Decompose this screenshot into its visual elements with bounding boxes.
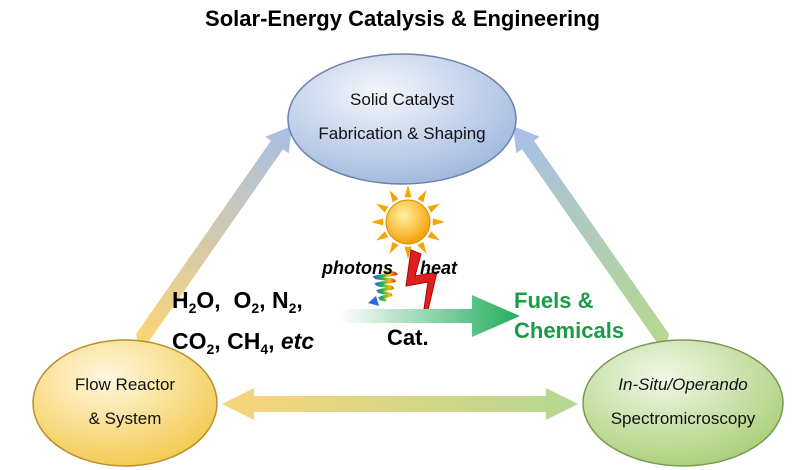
products-line1: Fuels & [514,288,594,313]
node-flow-reactor [32,339,218,467]
sun-ray [404,246,412,259]
node-left-line2: & System [88,409,162,428]
node-top-line2: Fabrication & Shaping [318,124,486,143]
arrow-top-left [136,126,292,344]
reactant-o2: O2, [233,287,266,316]
sun-ray [375,203,389,213]
node-top-label: Solid Catalyst Fabrication & Shaping [302,83,502,151]
sun-ray [417,189,427,203]
reactants-label: H2O, O2, N2, CO2, CH4, etc [172,284,314,366]
photon-arrowhead [368,296,379,306]
reactant-h2o: H2O, [172,287,221,316]
node-solid-catalyst [287,53,517,185]
reactant-ch4: CH4, [227,328,275,357]
products-line2: Chemicals [514,318,625,343]
reactant-etc: etc [280,328,315,354]
diagram-title: Solar-Energy Catalysis & Engineering [205,6,600,31]
node-top-line1: Solid Catalyst [350,90,454,109]
catalyst-label: Cat. [387,325,429,350]
node-left-label: Flow Reactor & System [50,368,200,436]
sun-ray [417,241,427,255]
reactant-n2: N2, [271,287,303,316]
sun-ray [432,218,445,226]
heat-label: heat [420,258,458,278]
sun-ray [389,241,399,255]
sun-ray [375,231,389,241]
node-right-label: In-Situ/Operando Spectromicroscopy [590,368,776,436]
reactants-line1: H2O, O2, N2, [172,284,314,325]
arrow-top-right [513,126,669,344]
node-right-line1: In-Situ/Operando [618,375,748,394]
node-spectromicroscopy [582,339,784,467]
sun-ray [404,185,412,198]
sun-disc [385,199,431,245]
sun-ray [389,189,399,203]
photon-wave-icon [372,270,399,302]
sun-ray [427,231,441,241]
reactant-co2: CO2, [172,328,221,357]
products-label: Fuels & Chemicals [514,286,624,346]
photons-label: photons [322,258,393,278]
node-left-line1: Flow Reactor [74,375,176,394]
arrow-bottom [222,388,578,420]
sun-icon [371,185,445,259]
conversion-arrow [340,295,520,337]
node-right-line2: Spectromicroscopy [610,409,756,428]
sun-ray [427,203,441,213]
sun-ray [371,218,384,226]
reactants-line2: CO2, CH4, etc [172,325,314,366]
